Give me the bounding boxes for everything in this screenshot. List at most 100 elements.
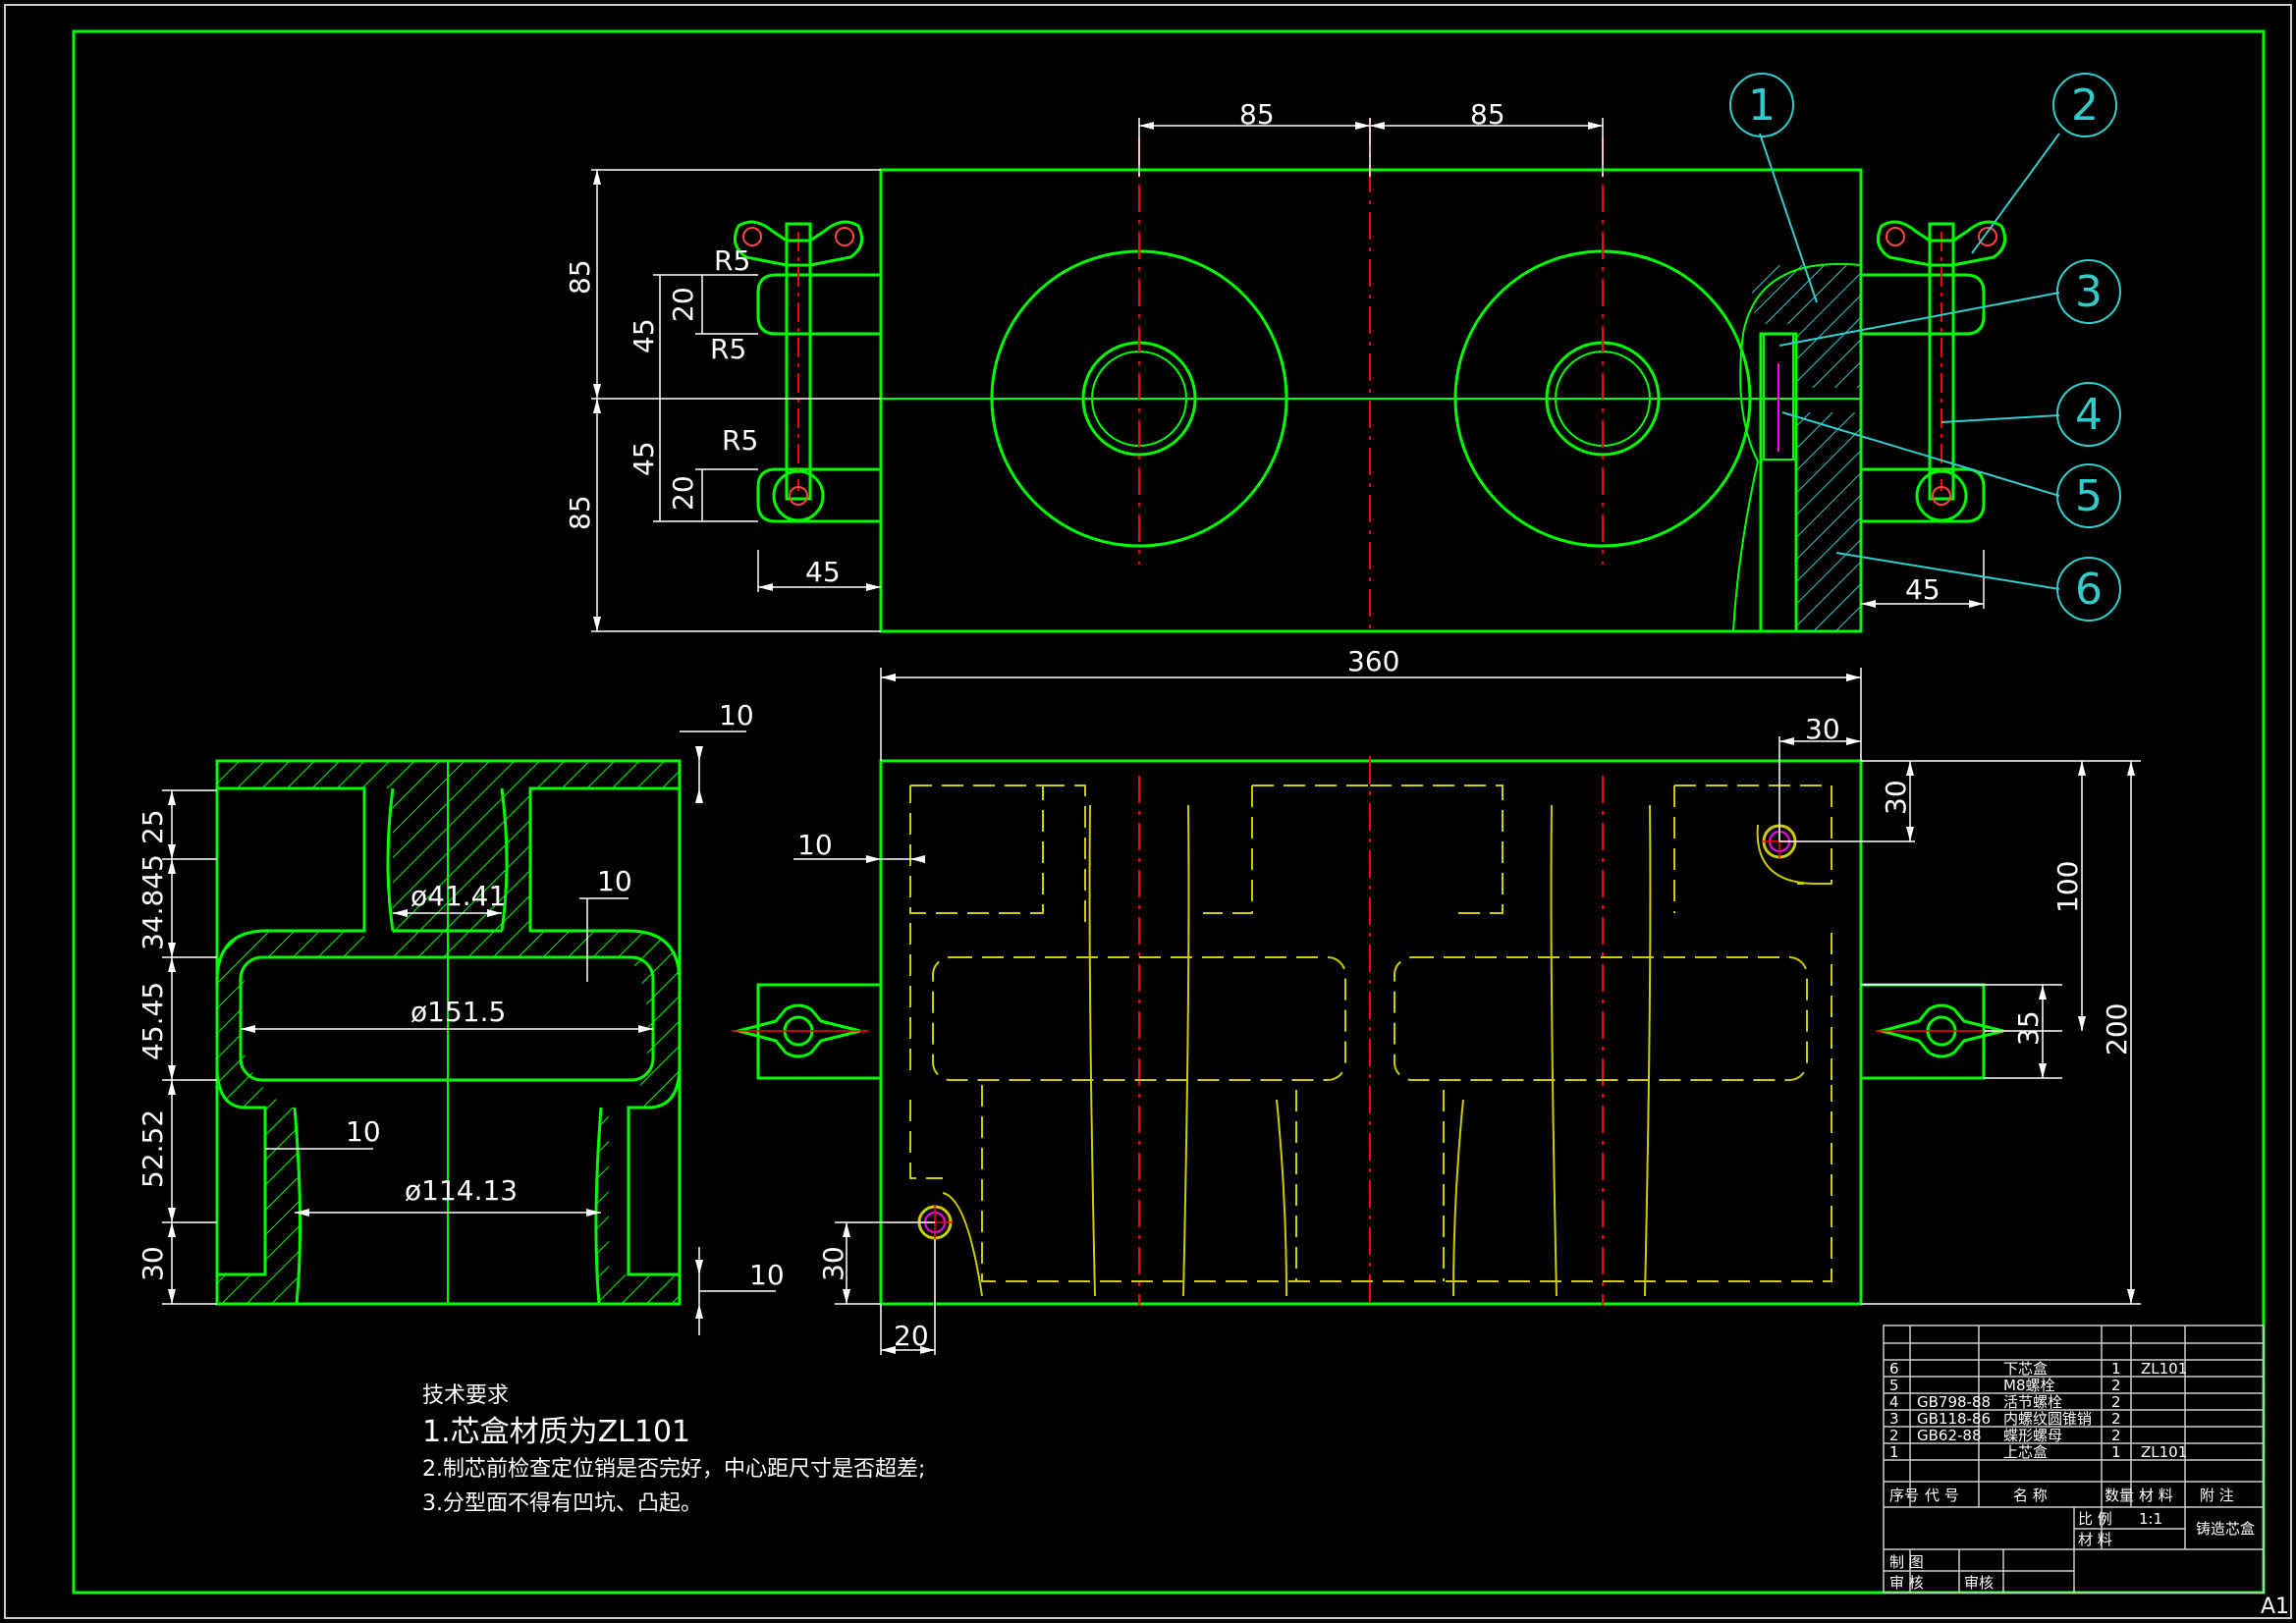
left-wing-hole-b [835,227,854,246]
balloon-2: 2 [2052,73,2117,137]
dim-wall-10-b: 10 [346,1115,381,1148]
dim-dia-114: ø114.13 [405,1174,518,1207]
tb-checked-label: 审 核 [1889,1574,1924,1592]
right-bolt-eye [1915,469,1968,522]
dim-dia-151: ø151.5 [410,996,506,1028]
dim-dia-41: ø41.41 [410,880,506,912]
left-eye-bolt [785,222,812,501]
tb-header-remark: 附 注 [2200,1487,2234,1504]
dim-radius-2: R5 [710,333,746,365]
tb-row-5-no: 2 [1889,1427,1899,1444]
tb-row-3-no: 4 [1889,1393,1899,1411]
dim-pin2-x: 20 [894,1320,929,1352]
top-view: 85 85 85 85 45 45 20 20 R5 R5 R5 45 45 1… [564,73,2121,633]
tb-row-6-no: 1 [1889,1443,1899,1461]
dim-height-upper: 85 [564,259,596,295]
front-view: 360 30 30 100 35 200 10 30 20 [732,645,2141,1355]
tb-row-6-name: 上芯盒 [2003,1443,2048,1461]
tb-row-4-qty: 2 [2111,1410,2121,1428]
balloon-6: 6 [2056,557,2121,622]
tb-header-material: 材 料 [2139,1487,2173,1504]
tb-row-5-qty: 2 [2111,1427,2121,1444]
dim-section-4545: 45.45 [137,982,169,1060]
tb-row-6-qty: 1 [2111,1443,2121,1461]
tb-row-6-material: ZL101 [2141,1443,2187,1461]
sheet-inner-border [72,29,2266,1595]
tb-row-3-code: GB798-88 [1917,1393,1991,1411]
dim-bottom-10: 10 [749,1259,785,1291]
title-block-grid [1883,1325,2265,1594]
tb-header-code: 代 号 [1925,1487,1959,1504]
tb-school: 审核 [1964,1574,1994,1592]
dim-section-34845: 34.845 [137,854,169,950]
sheet-size-label: A1 [2261,1595,2289,1619]
tb-scale-label: 比 例 [2078,1510,2112,1528]
dim-height-200: 200 [2101,1003,2133,1055]
notes-item-1: 1.芯盒材质为ZL101 [422,1415,690,1449]
section-hatch-upper [1752,265,1861,388]
notes-item-3: 3.分型面不得有凹坑、凸起。 [422,1491,702,1516]
balloon-3-label: 3 [2075,267,2103,317]
tb-row-2-no: 5 [1889,1377,1899,1394]
dim-lug-lower-20: 20 [667,475,699,511]
balloon-2-label: 2 [2071,81,2099,131]
tb-row-1-name: 下芯盒 [2003,1360,2048,1378]
left-wing-nut [733,220,864,267]
tb-header-qty: 数量 [2105,1487,2134,1504]
notes-item-2: 2.制芯前检查定位销是否完好，中心距尺寸是否超差; [422,1457,925,1482]
tb-row-5-name: 蝶形螺母 [2003,1427,2062,1444]
dim-height-35: 35 [2012,1010,2045,1046]
right-wing-hole-a [1886,227,1905,246]
left-wing-hole-a [742,227,762,246]
tb-material-label: 材 料 [2078,1531,2112,1548]
balloon-4: 4 [2056,382,2121,447]
dim-lug-upper-20: 20 [667,287,699,322]
tb-row-4-code: GB118-86 [1917,1410,1991,1428]
left-bolt-eye [772,469,825,522]
dim-section-30: 30 [137,1246,169,1281]
hidden-cavity-lines [909,784,1832,1282]
sheet-outer-border [4,4,2292,1619]
dim-section-25: 25 [137,809,169,844]
tb-row-4-name: 内螺纹圆锥销 [2003,1410,2092,1428]
dim-pin-y: 30 [1880,780,1912,815]
balloon-1-label: 1 [1748,81,1776,131]
tb-row-3-qty: 2 [2111,1393,2121,1411]
balloon-4-label: 4 [2075,390,2103,440]
dim-lug-lower-45: 45 [628,441,660,476]
dim-center-right: 85 [1470,98,1505,131]
tb-row-1-material: ZL101 [2141,1360,2187,1378]
dim-radius-1: R5 [714,244,750,277]
dim-lug-width-left: 45 [805,556,841,588]
balloon-5: 5 [2056,463,2121,528]
dim-height-100: 100 [2051,861,2084,913]
left-lug-lower [756,467,881,523]
left-lug-upper [756,273,881,336]
tb-header-no: 序号 [1889,1487,1919,1504]
right-eye-bolt [1928,222,1955,501]
tb-drawing-name: 铸造芯盒 [2196,1520,2255,1538]
dim-wall-10-a: 10 [597,865,632,897]
balloon-1: 1 [1729,73,1794,137]
dim-radius-3: R5 [722,424,758,457]
section-edges [215,786,682,1305]
break-line [1732,262,1862,632]
section-hatch-lower [1797,412,1861,631]
tb-drawn-label: 制 图 [1889,1553,1924,1571]
tb-row-4-no: 3 [1889,1410,1899,1428]
right-bolt-eye-pin [1932,486,1951,506]
notes-title: 技术要求 [422,1383,509,1408]
dim-center-left: 85 [1239,98,1275,131]
right-wing-hole-b [1978,227,1997,246]
dim-pin2-y: 30 [817,1246,849,1281]
tb-row-2-name: M8螺栓 [2003,1377,2055,1394]
right-lug-upper [1861,273,1986,336]
section-view: 10 25 34.845 45.45 52.52 30 ø41.41 ø151.… [137,699,785,1335]
dim-lug-upper-45: 45 [628,318,660,353]
tb-row-1-qty: 1 [2111,1360,2121,1378]
right-wing-nut [1876,220,2007,267]
